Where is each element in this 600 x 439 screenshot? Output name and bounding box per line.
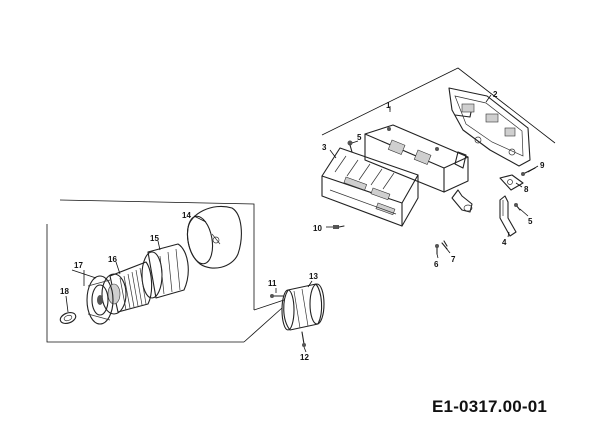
callout-10: 10 xyxy=(313,224,322,233)
seal-ring xyxy=(59,312,77,324)
callout-17: 17 xyxy=(74,261,83,270)
screw-12 xyxy=(301,331,306,347)
callout-14: 14 xyxy=(182,211,191,220)
callout-16: 16 xyxy=(108,255,117,264)
screw-5-side xyxy=(514,203,521,211)
callout-13: 13 xyxy=(309,272,318,281)
callout-8: 8 xyxy=(524,185,529,194)
mounting-bracket xyxy=(499,174,524,191)
callout-9: 9 xyxy=(540,161,545,170)
callout-18: 18 xyxy=(60,287,69,296)
filter-base-plate xyxy=(86,275,114,325)
air-cleaner-cover xyxy=(321,147,419,227)
callout-5b: 5 xyxy=(528,217,533,226)
pre-filter-sleeve xyxy=(141,243,189,299)
assembly-bracket xyxy=(321,67,556,144)
document-code: E1-0317.00-01 xyxy=(432,397,548,416)
cylinder-housing xyxy=(281,283,325,331)
callout-5a: 5 xyxy=(357,133,362,142)
breather-hose xyxy=(499,195,517,237)
callout-4: 4 xyxy=(502,238,507,247)
screw-11 xyxy=(270,294,285,298)
callout-15: 15 xyxy=(150,234,159,243)
pleated-filter-element xyxy=(101,261,153,315)
callout-12: 12 xyxy=(300,353,309,362)
middle-housing xyxy=(364,124,469,193)
base-plate xyxy=(448,87,531,169)
intake-elbow xyxy=(451,189,473,213)
callout-7: 7 xyxy=(451,255,456,264)
callouts-right xyxy=(326,94,539,259)
filter-bowl xyxy=(186,206,242,269)
callouts-left xyxy=(65,215,313,353)
fastener-6-7 xyxy=(435,240,448,255)
screw-5-top xyxy=(347,140,353,153)
callout-1: 1 xyxy=(386,101,391,110)
callout-3: 3 xyxy=(322,143,327,152)
screw-10 xyxy=(333,225,345,229)
callout-6: 6 xyxy=(434,260,439,269)
callout-11: 11 xyxy=(268,279,277,288)
inset-frame xyxy=(46,199,285,343)
callout-2: 2 xyxy=(493,90,498,99)
